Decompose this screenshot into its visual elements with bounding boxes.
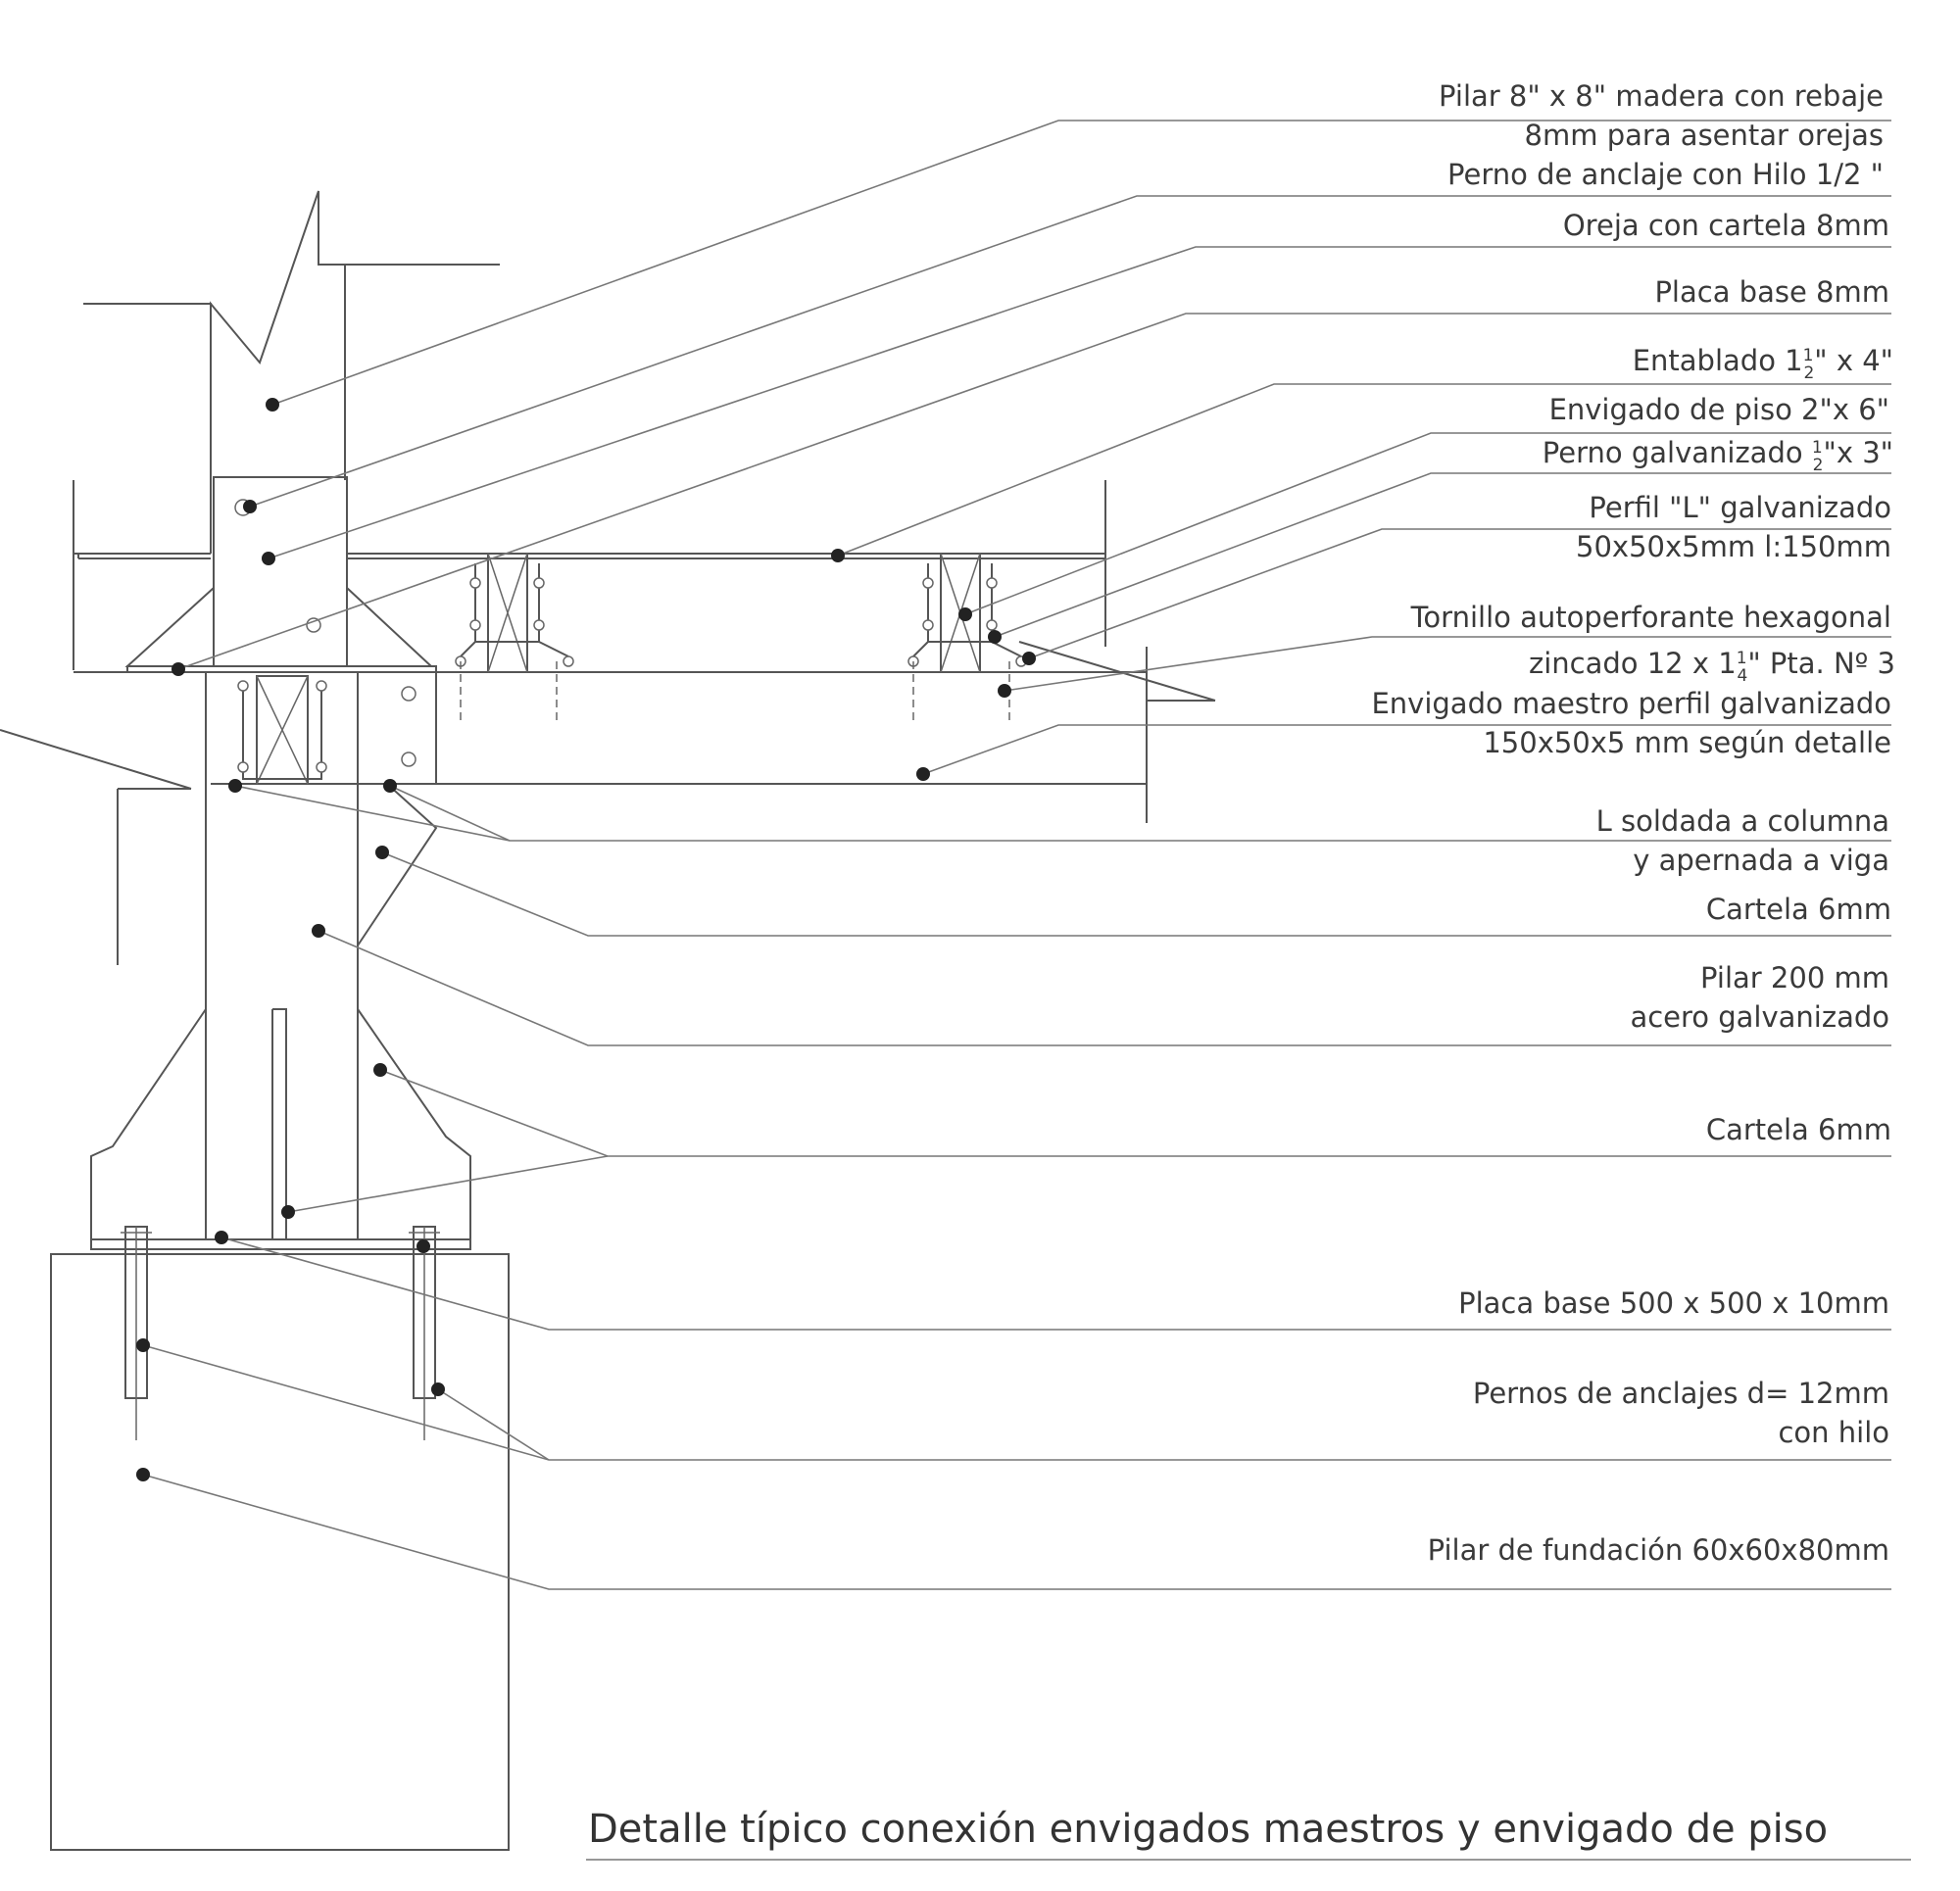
- label-perfil-l-1: Perfil "L" galvanizado: [1589, 491, 1891, 524]
- column-stiffener: [271, 1008, 287, 1239]
- callout-dot: [172, 662, 185, 676]
- label-pilar-madera-1: Pilar 8" x 8" madera con rebaje: [1439, 79, 1884, 113]
- leader-envigado-piso: [964, 432, 1891, 615]
- callout-dot: [988, 630, 1002, 644]
- callout-dot: [228, 779, 242, 793]
- label-perno-anclaje-hilo: Perno de anclaje con Hilo 1/2 ": [1447, 158, 1884, 191]
- anchor-bolt-right: [409, 1226, 440, 1440]
- left-break-line: [0, 729, 192, 965]
- callout-dot: [312, 924, 325, 938]
- labels: Pilar 8" x 8" madera con rebaje 8mm para…: [1371, 79, 1895, 1567]
- callout-dot: [215, 1231, 228, 1244]
- label-placa-base-500: Placa base 500 x 500 x 10mm: [1458, 1286, 1889, 1320]
- foundation-pillar: [50, 1253, 510, 1851]
- leader-cartela-a: [381, 851, 1891, 937]
- leader-pilar-madera: [271, 120, 1891, 406]
- leader-perno-galv: [994, 472, 1891, 638]
- label-oreja-cartela: Oreja con cartela 8mm: [1563, 209, 1889, 242]
- base-plate-500: [90, 1238, 471, 1250]
- label-placa-base-8: Placa base 8mm: [1654, 275, 1889, 309]
- callout-dot: [373, 1063, 387, 1077]
- steel-column: [205, 672, 359, 1239]
- wood-column-outline: [210, 265, 346, 554]
- leader-placa-base-8: [177, 313, 1891, 670]
- callout-dot: [136, 1468, 150, 1481]
- label-tornillo-1: Tornillo autoperforante hexagonal: [1410, 601, 1891, 634]
- ear-gusset-right: [346, 587, 434, 667]
- callout-dot: [1022, 652, 1036, 665]
- leader-lines: [142, 120, 1891, 1590]
- leader-perno-anclaje: [249, 195, 1891, 508]
- callout-dot: [431, 1382, 445, 1396]
- base-gusset-right: [357, 1008, 471, 1239]
- callout-dot: [266, 398, 279, 412]
- label-pilar-200-2: acero galvanizado: [1630, 1000, 1889, 1034]
- leader-cartela-b-2: [287, 1155, 609, 1213]
- leader-l-soldada-b: [389, 785, 511, 842]
- column-beam-connection: [237, 671, 437, 785]
- leader-pernos-anclajes-2: [437, 1388, 550, 1461]
- label-perfil-l-2: 50x50x5mm l:150mm: [1576, 530, 1891, 563]
- ear-gusset-left: [124, 587, 215, 667]
- callout-dot: [958, 607, 972, 621]
- anchor-bolt-left: [121, 1226, 152, 1440]
- leader-cartela-b-1: [379, 1069, 1891, 1157]
- drawing-title: Detalle típico conexión envigados maestr…: [588, 1807, 1828, 1852]
- wood-column-break-line: [83, 190, 500, 392]
- callout-dot: [262, 552, 275, 565]
- label-cartela-6-a: Cartela 6mm: [1706, 893, 1891, 926]
- label-envigado-maestro-1: Envigado maestro perfil galvanizado: [1371, 687, 1891, 720]
- label-pilar-fundacion: Pilar de fundación 60x60x80mm: [1428, 1533, 1889, 1567]
- ear-plate: [213, 476, 348, 667]
- label-envigado-maestro-2: 150x50x5 mm según detalle: [1483, 726, 1891, 759]
- callout-dots: [136, 398, 1036, 1481]
- label-l-soldada-1: L soldada a columna: [1596, 804, 1889, 838]
- label-pilar-200-1: Pilar 200 mm: [1700, 961, 1889, 994]
- callout-dot: [375, 846, 389, 859]
- floor-joist-2: [907, 553, 1027, 720]
- structure: [0, 190, 1216, 1851]
- callout-dot: [916, 767, 930, 781]
- callout-dot: [136, 1338, 150, 1352]
- callout-dot: [281, 1205, 295, 1219]
- floor-joist-1: [455, 553, 574, 720]
- leader-perfil-l: [1028, 528, 1891, 659]
- callout-dot: [243, 500, 257, 513]
- leader-tornillo: [1004, 636, 1891, 692]
- callout-dot: [383, 779, 397, 793]
- label-pernos-anclajes-1: Pernos de anclajes d= 12mm: [1473, 1377, 1889, 1410]
- label-pilar-madera-2: 8mm para asentar orejas: [1525, 119, 1884, 152]
- callout-dot: [416, 1239, 430, 1253]
- callout-dot: [998, 684, 1011, 698]
- leader-envigado-maestro: [922, 724, 1891, 775]
- label-envigado-piso: Envigado de piso 2"x 6": [1549, 393, 1889, 426]
- leader-pilar-200: [318, 930, 1891, 1046]
- leader-pilar-fundacion: [142, 1474, 1891, 1590]
- label-cartela-6-b: Cartela 6mm: [1706, 1113, 1891, 1146]
- base-gusset-left: [90, 1008, 207, 1239]
- leader-placa-base-500: [220, 1236, 1891, 1331]
- label-pernos-anclajes-2: con hilo: [1778, 1416, 1889, 1449]
- callout-dot: [831, 549, 845, 562]
- leader-oreja: [268, 246, 1891, 559]
- label-l-soldada-2: y apernada a viga: [1633, 844, 1889, 877]
- leader-entablado: [837, 383, 1891, 557]
